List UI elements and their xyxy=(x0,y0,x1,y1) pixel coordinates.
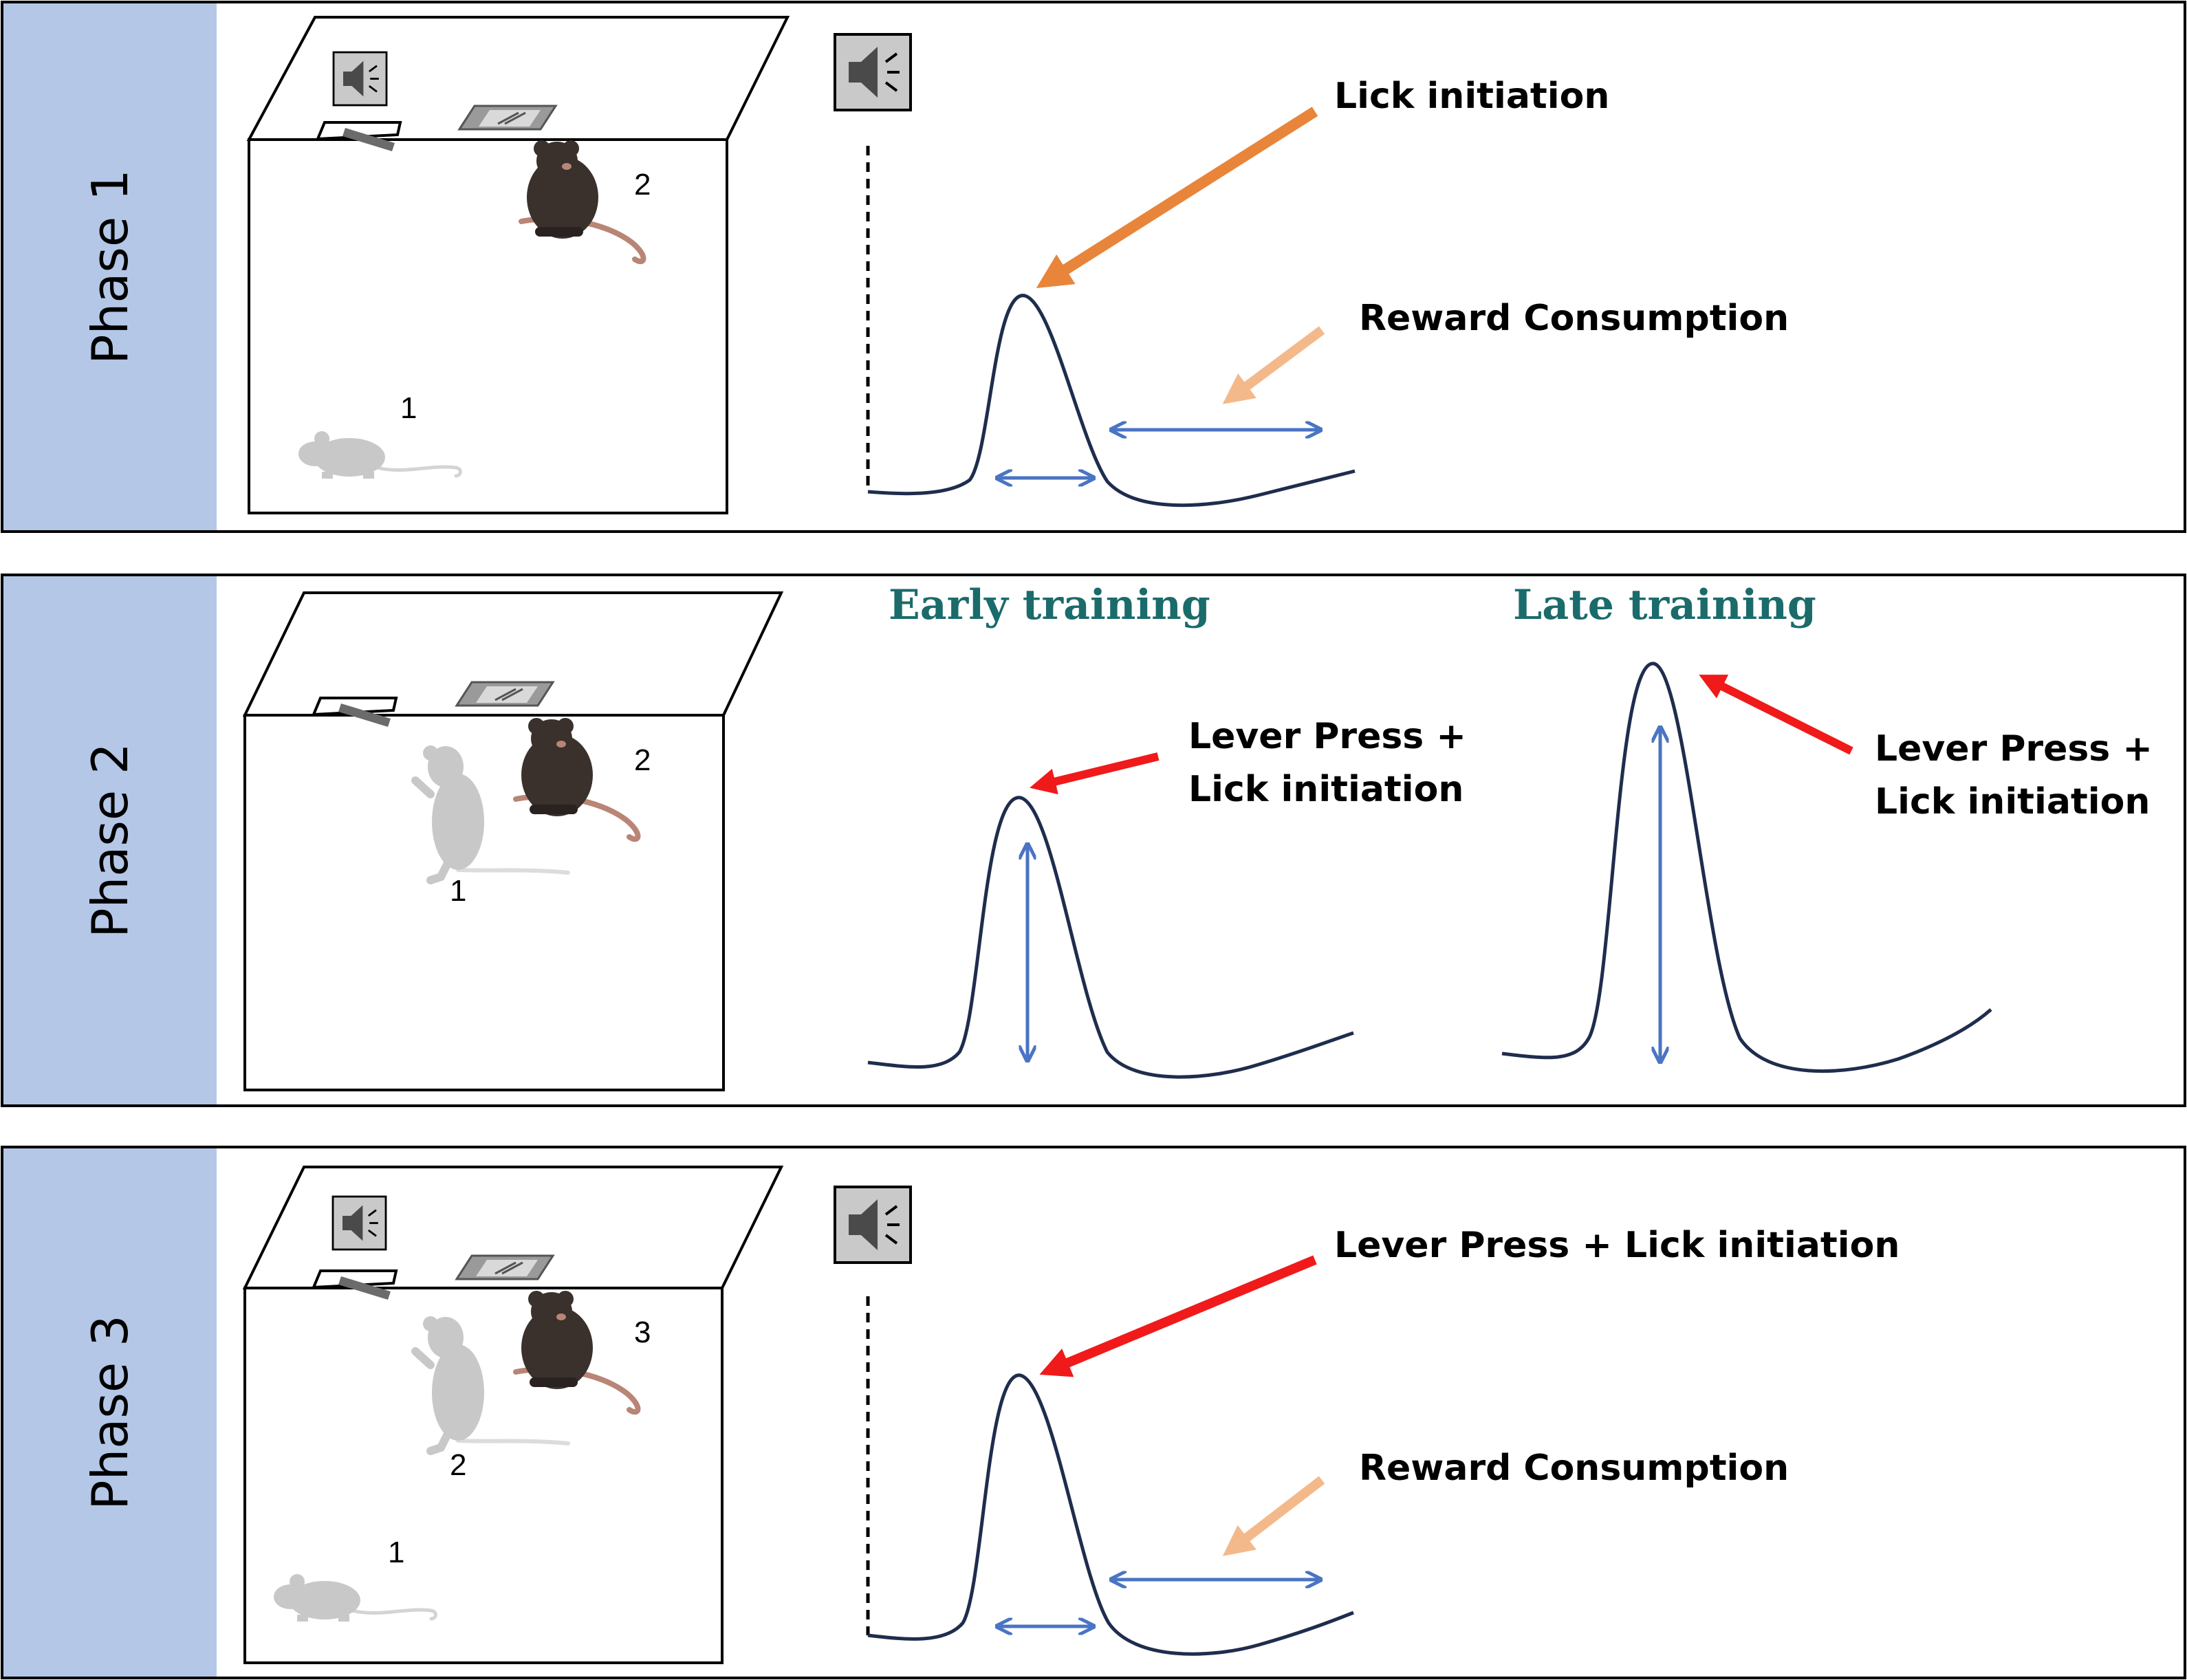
mouse-number: 1 xyxy=(450,874,466,908)
phase-bar xyxy=(3,576,217,1104)
lever-press-arrow-early xyxy=(1030,752,1160,795)
mouse-number: 1 xyxy=(388,1536,404,1569)
mouse-number: 2 xyxy=(450,1448,466,1482)
late-training-title: Late training xyxy=(1513,581,1816,629)
lick-port-icon xyxy=(455,1254,554,1280)
mouse-number: 1 xyxy=(400,391,417,425)
mouse-number: 3 xyxy=(634,1316,651,1349)
lick-initiation-label: Lick initiation xyxy=(1334,76,1609,117)
lick-initiation-label-early: Lick initiation xyxy=(1188,769,1464,810)
photometry-trace-late xyxy=(1501,662,1992,1073)
reward-consumption-arrow xyxy=(1222,1476,1325,1556)
lick-port-icon xyxy=(458,105,557,131)
lever-press-arrow xyxy=(1039,1255,1317,1377)
operant-chamber: 3 2 1 xyxy=(242,1166,784,1664)
phase-2-panel: Phase 2 2 1 Early training Lever Press +… xyxy=(1,574,2186,1107)
operant-chamber: 2 1 xyxy=(242,591,784,1091)
photometry-trace-early xyxy=(867,796,1354,1079)
reward-consumption-label: Reward Consumption xyxy=(1359,1448,1789,1489)
lever-press-lick-label: Lever Press + Lick initiation xyxy=(1334,1225,1900,1266)
lever-press-arrow-late xyxy=(1699,675,1853,755)
lever-press-label-late: Lever Press + xyxy=(1875,728,2153,770)
mouse-number: 2 xyxy=(634,168,651,201)
phase-label: Phase 2 xyxy=(81,743,139,938)
lick-initiation-arrow xyxy=(1036,107,1318,288)
phase-3-panel: Phase 3 3 2 1 Lever Press + Lick initiat… xyxy=(1,1146,2186,1679)
lick-initiation-label-late: Lick initiation xyxy=(1875,781,2150,822)
lever-press-label-early: Lever Press + xyxy=(1188,716,1466,757)
photometry-trace xyxy=(867,1373,1354,1656)
phase-bar xyxy=(3,1148,217,1677)
operant-chamber: 2 1 xyxy=(246,16,790,514)
reward-consumption-label: Reward Consumption xyxy=(1359,298,1789,339)
phase-label: Phase 3 xyxy=(81,1315,139,1510)
speaker-icon xyxy=(834,33,912,111)
mouse-number: 2 xyxy=(634,743,651,777)
speaker-icon xyxy=(834,1186,912,1264)
phase-label: Phase 1 xyxy=(81,169,139,364)
phase-bar xyxy=(3,3,217,530)
lick-port-icon xyxy=(455,681,554,707)
photometry-trace xyxy=(867,294,1356,508)
speaker-icon xyxy=(331,1195,387,1251)
reward-consumption-arrow xyxy=(1222,326,1325,404)
phase-1-panel: Phase 1 2 1 Lick initiation Reward Consu… xyxy=(1,1,2186,533)
early-training-title: Early training xyxy=(889,581,1210,629)
speaker-icon xyxy=(332,51,388,107)
